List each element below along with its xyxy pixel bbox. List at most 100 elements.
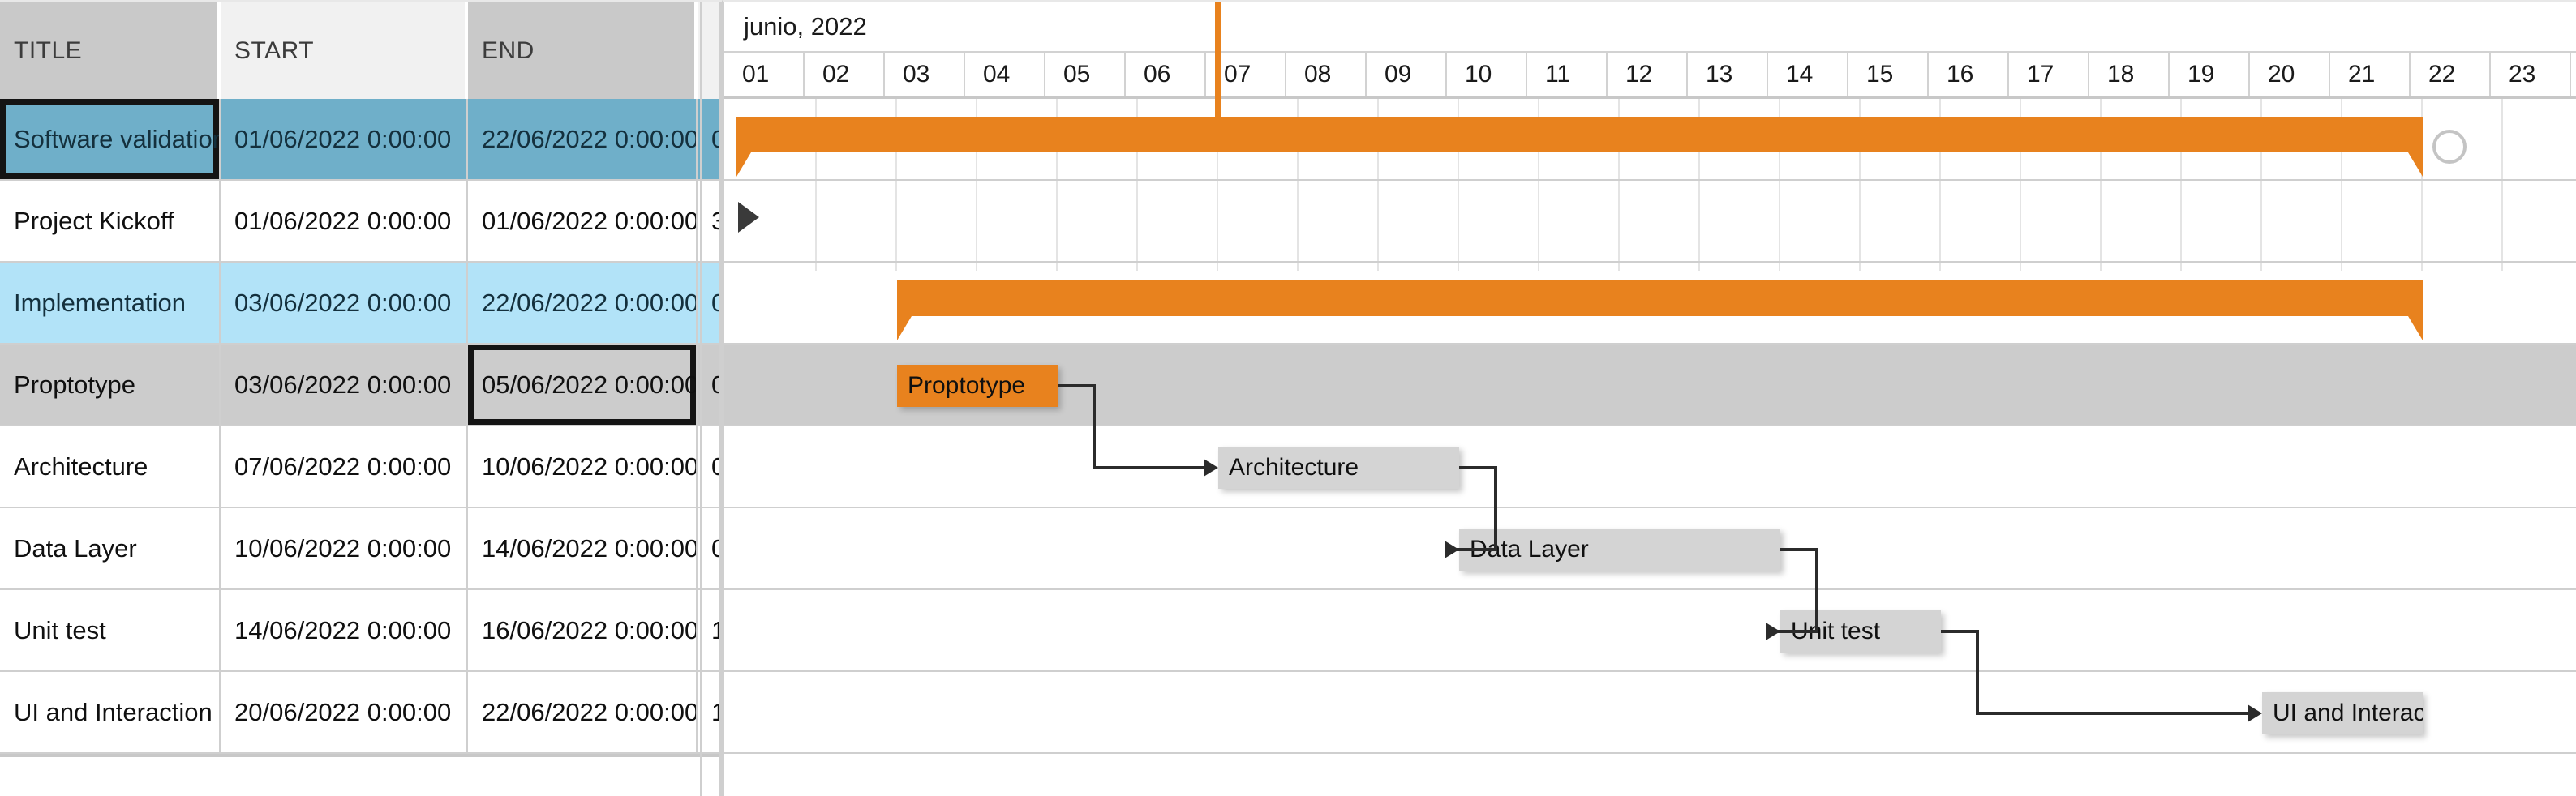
table-row[interactable]: Architecture 07/06/2022 0:00:00 10/06/20… [0, 426, 722, 508]
cell-start[interactable]: 03/06/2022 0:00:00 [221, 345, 468, 426]
cell-start[interactable]: 01/06/2022 0:00:00 [221, 99, 468, 181]
table-row[interactable]: UI and Interaction 20/06/2022 0:00:00 22… [0, 672, 722, 754]
gantt-task-bar-architecture[interactable]: Architecture [1218, 447, 1459, 489]
gantt-gridline [2180, 99, 2182, 271]
timeline-day-cell: 04 [965, 53, 1045, 96]
gantt-task-bar-proptotype[interactable]: Proptotype [897, 365, 1058, 407]
gantt-gridline [2501, 99, 2503, 271]
column-header-start[interactable]: START [221, 2, 468, 99]
cell-end[interactable]: 22/06/2022 0:00:00 [468, 99, 698, 181]
cell-extra[interactable]: 1 [698, 590, 722, 672]
cell-start[interactable]: 03/06/2022 0:00:00 [221, 263, 468, 345]
timeline-day-cell: 16 [1929, 53, 2009, 96]
cell-end[interactable]: 16/06/2022 0:00:00 [468, 590, 698, 672]
cell-start[interactable]: 07/06/2022 0:00:00 [221, 426, 468, 508]
cell-title[interactable]: Proptotype [0, 345, 221, 426]
cell-start[interactable]: 01/06/2022 0:00:00 [221, 181, 468, 263]
timeline-day-cell: 12 [1608, 53, 1688, 96]
gantt-gridline [2020, 99, 2021, 271]
cell-title[interactable]: Project Kickoff [0, 181, 221, 263]
cell-extra[interactable]: 0 [698, 508, 722, 590]
table-row[interactable]: Data Layer 10/06/2022 0:00:00 14/06/2022… [0, 508, 722, 590]
gantt-gridline [976, 99, 977, 271]
column-header-title[interactable]: TITLE [0, 2, 221, 99]
gantt-column-gridlines [724, 99, 2576, 796]
timeline-day-cell: 20 [2250, 53, 2330, 96]
timeline-day-cell: 22 [2411, 53, 2491, 96]
cell-end[interactable]: 14/06/2022 0:00:00 [468, 508, 698, 590]
gantt-gridline [1458, 99, 1459, 271]
gantt-task-bar-ui-and-interaction[interactable]: UI and Interaction [2262, 692, 2423, 734]
gantt-gridline [1136, 99, 1138, 271]
gantt-summary-bar-software-validation[interactable] [736, 117, 2423, 177]
gantt-row[interactable]: Architecture [724, 426, 2576, 508]
table-row[interactable]: Unit test 14/06/2022 0:00:00 16/06/2022 … [0, 590, 722, 672]
cell-title[interactable]: UI and Interaction [0, 672, 221, 754]
cell-end[interactable]: 10/06/2022 0:00:00 [468, 426, 698, 508]
cell-extra[interactable]: 0 [698, 426, 722, 508]
column-header-end[interactable]: END [468, 2, 698, 99]
cell-end[interactable]: 01/06/2022 0:00:00 [468, 181, 698, 263]
cell-title[interactable]: Implementation [0, 263, 221, 345]
timeline-day-cell: 15 [1848, 53, 1929, 96]
gantt-gridline [1859, 99, 1861, 271]
grid-header-row: TITLE START END [0, 2, 722, 99]
gantt-task-bar-data-layer[interactable]: Data Layer [1459, 529, 1780, 571]
grid-panel-splitter[interactable] [719, 2, 722, 796]
table-row[interactable]: Proptotype 03/06/2022 0:00:00 05/06/2022… [0, 345, 722, 426]
timeline-day-cell: 06 [1126, 53, 1206, 96]
gantt-gridline [1056, 99, 1058, 271]
gantt-row[interactable]: UI and Interaction [724, 672, 2576, 754]
gantt-gridline [1217, 99, 1218, 271]
gantt-gridline [1538, 99, 1539, 271]
gantt-row[interactable] [724, 181, 2576, 263]
timeline-day-cell: 13 [1688, 53, 1768, 96]
cell-extra[interactable]: 3 [698, 181, 722, 263]
gantt-gridline [815, 99, 817, 271]
timeline-day-cell: 11 [1527, 53, 1608, 96]
gantt-task-bar-unit-test[interactable]: Unit test [1780, 610, 1941, 653]
cell-title[interactable]: Unit test [0, 590, 221, 672]
progress-ring-icon[interactable] [2432, 130, 2467, 164]
cell-title[interactable]: Software validation [0, 99, 221, 181]
summary-cap-right-icon [2408, 316, 2423, 340]
timeline-day-cell: 17 [2009, 53, 2089, 96]
cell-start[interactable]: 10/06/2022 0:00:00 [221, 508, 468, 590]
table-row[interactable]: Implementation 03/06/2022 0:00:00 22/06/… [0, 263, 722, 345]
cell-start[interactable]: 14/06/2022 0:00:00 [221, 590, 468, 672]
table-row[interactable]: Software validation 01/06/2022 0:00:00 2… [0, 99, 722, 181]
cell-title[interactable]: Architecture [0, 426, 221, 508]
today-indicator-line [1215, 2, 1221, 143]
cell-end[interactable]: 05/06/2022 0:00:00 [468, 345, 698, 426]
grid-empty-area [0, 754, 722, 796]
gantt-summary-bar-implementation[interactable] [897, 280, 2423, 340]
gantt-row[interactable] [724, 99, 2576, 181]
cell-start[interactable]: 20/06/2022 0:00:00 [221, 672, 468, 754]
cell-end[interactable]: 22/06/2022 0:00:00 [468, 263, 698, 345]
gantt-gridline [2341, 99, 2342, 271]
table-row[interactable]: Project Kickoff 01/06/2022 0:00:00 01/06… [0, 181, 722, 263]
gantt-row[interactable]: Unit test [724, 590, 2576, 672]
cell-title[interactable]: Data Layer [0, 508, 221, 590]
timeline-day-cell: 19 [2170, 53, 2250, 96]
timeline-day-cell: 01 [724, 53, 805, 96]
gantt-gridline [1377, 99, 1379, 271]
cell-end[interactable]: 22/06/2022 0:00:00 [468, 672, 698, 754]
gantt-row[interactable] [724, 263, 2576, 345]
timeline-day-cell: 08 [1286, 53, 1367, 96]
gantt-row[interactable]: Data Layer [724, 508, 2576, 590]
grid-body: Software validation 01/06/2022 0:00:00 2… [0, 99, 722, 796]
timeline-day-cell: 10 [1447, 53, 1527, 96]
timeline-day-cell: 14 [1768, 53, 1848, 96]
cell-extra[interactable]: 1 [698, 672, 722, 754]
timeline-day-cell: 09 [1367, 53, 1447, 96]
timeline-day-cell: 18 [2089, 53, 2170, 96]
timeline-day-cell: 23 [2491, 53, 2571, 96]
gantt-gridline [2260, 99, 2262, 271]
gantt-milestone-marker-project-kickoff[interactable] [738, 202, 759, 233]
gantt-gridline [2100, 99, 2102, 271]
gantt-row[interactable]: Proptotype [724, 345, 2576, 426]
gantt-gridline [1779, 99, 1780, 271]
